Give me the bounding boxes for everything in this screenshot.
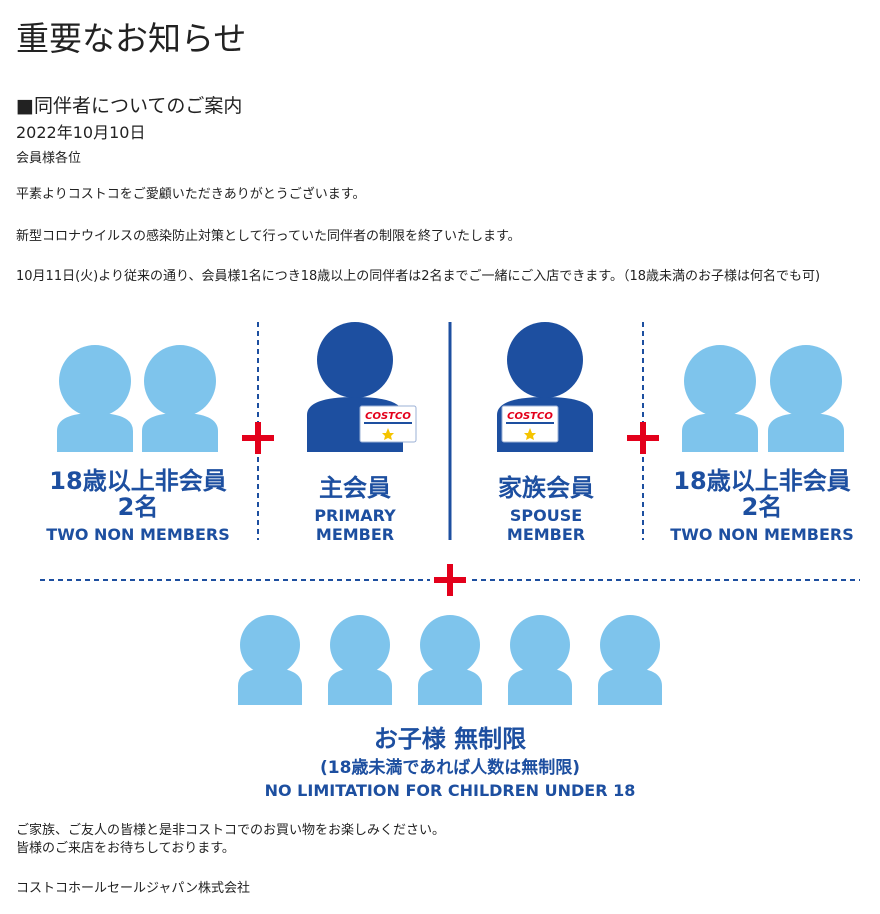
- child-icon: [238, 615, 302, 705]
- paragraph: 平素よりコストコをご愛顧いただきありがとうございます。: [16, 187, 366, 202]
- primary-en: PRIMARY: [314, 506, 396, 525]
- plus-icon: [242, 422, 274, 454]
- closing-line: 皆様のご来店をお待ちしております。: [16, 841, 235, 856]
- notice-date: 2022年10月10日: [16, 123, 146, 142]
- non-member-icon: [57, 345, 133, 452]
- children-label: お子様 無制限: [374, 725, 526, 753]
- salutation: 会員様各位: [16, 151, 82, 166]
- plus-icon: [434, 564, 466, 596]
- paragraph: 10月11日(火)より従来の通り、会員様1名につき18歳以上の同伴者は2名までご…: [16, 269, 821, 284]
- left-group-count: 2名: [118, 493, 159, 521]
- signature: コストコホールセールジャパン株式会社: [16, 881, 251, 896]
- svg-text:COSTCO: COSTCO: [365, 411, 411, 422]
- spouse-member-icon: COSTCO: [497, 322, 593, 452]
- membership-card-icon: COSTCO: [359, 405, 417, 443]
- non-member-icon: [142, 345, 218, 452]
- primary-label: 主会員: [319, 474, 391, 502]
- page-title: 重要なお知らせ: [16, 19, 247, 58]
- spouse-en: SPOUSE: [510, 506, 582, 525]
- right-group-count: 2名: [742, 493, 783, 521]
- notice-heading: ■同伴者についてのご案内: [16, 95, 243, 117]
- children-en: NO LIMITATION FOR CHILDREN UNDER 18: [265, 781, 636, 800]
- right-group-en: TWO NON MEMBERS: [670, 525, 853, 544]
- primary-en: MEMBER: [316, 525, 394, 544]
- primary-member-icon: COSTCO: [307, 322, 417, 452]
- children-sub: (18歳未満であれば人数は無制限): [320, 757, 580, 778]
- companion-infographic: COSTCO COSTCO 18歳以上非会員 2名 TWO NON MEMBERS…: [40, 322, 860, 800]
- membership-card-icon: COSTCO: [501, 405, 559, 443]
- paragraph: 新型コロナウイルスの感染防止対策として行っていた同伴者の制限を終了いたします。: [16, 229, 521, 244]
- child-icon: [328, 615, 392, 705]
- left-group-label: 18歳以上非会員: [49, 467, 226, 495]
- spouse-label: 家族会員: [498, 474, 594, 502]
- spouse-en: MEMBER: [507, 525, 585, 544]
- closing-line: ご家族、ご友人の皆様と是非コストコでのお買い物をお楽しみください。: [16, 823, 446, 838]
- non-member-icon: [682, 345, 758, 452]
- child-icon: [418, 615, 482, 705]
- svg-text:COSTCO: COSTCO: [507, 411, 553, 422]
- child-icon: [508, 615, 572, 705]
- child-icon: [598, 615, 662, 705]
- plus-icon: [627, 422, 659, 454]
- left-group-en: TWO NON MEMBERS: [46, 525, 229, 544]
- non-member-icon: [768, 345, 844, 452]
- right-group-label: 18歳以上非会員: [673, 467, 850, 495]
